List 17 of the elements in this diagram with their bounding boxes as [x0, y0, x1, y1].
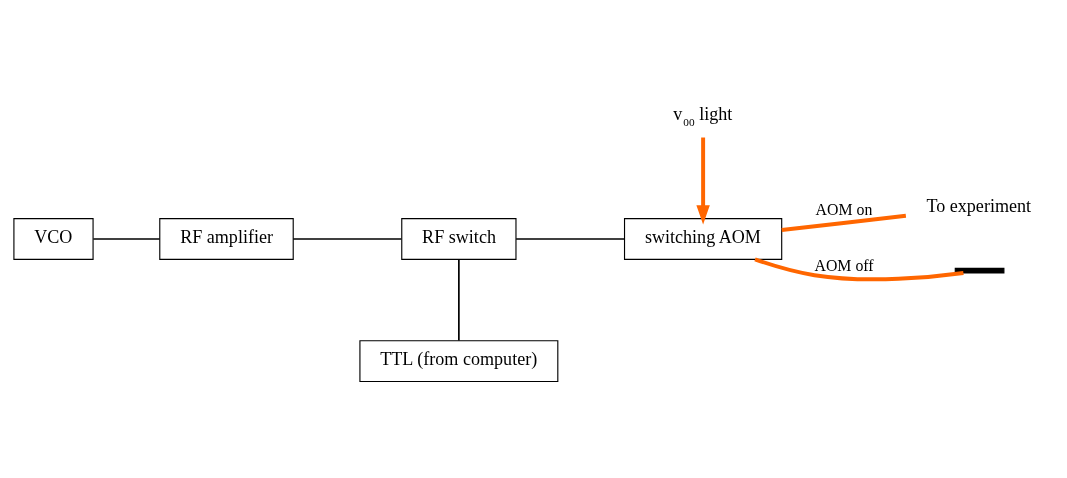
connector: [781, 213, 907, 233]
connector: [515, 238, 625, 240]
connector: [92, 238, 161, 240]
node-box: VCO: [13, 218, 94, 260]
node-box: RF amplifier: [159, 218, 294, 260]
node-box: RF switch: [401, 218, 517, 260]
node-text: v$_{00}$ light: [673, 104, 733, 129]
edge-label: AOM off: [814, 256, 874, 274]
node-bar: [954, 267, 1005, 274]
node-box: TTL (from computer): [359, 340, 559, 383]
node-box: switching AOM: [623, 218, 783, 260]
node-text: To experiment: [926, 195, 1032, 216]
connector: [754, 257, 964, 282]
connector: [458, 258, 460, 342]
connector: [292, 238, 403, 240]
arrow: [696, 137, 710, 225]
edge-label: AOM on: [815, 201, 873, 219]
